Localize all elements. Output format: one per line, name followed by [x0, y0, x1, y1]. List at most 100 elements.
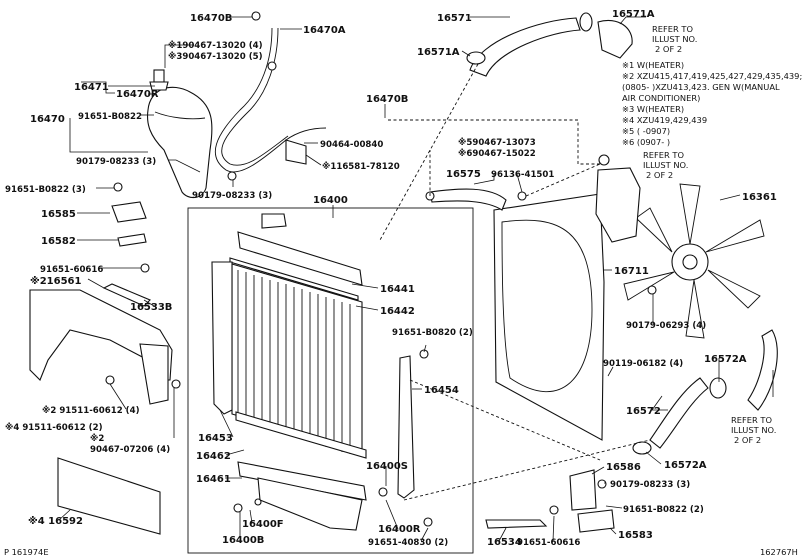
label-90179-08233-b: 90179-08233 (3) — [192, 191, 272, 201]
label-16572: 16572 — [626, 406, 661, 417]
label-4-91511: ※4 91511-60612 (2) — [5, 422, 103, 433]
connector — [403, 439, 651, 501]
svg-text:(0805- )XZU413,423. GEN W: (0805- )XZU413,423. GEN W(MANUAL — [622, 82, 780, 92]
label-91651-b0822-3: 91651-B0822 (3) — [5, 185, 86, 195]
label-16585: 16585 — [41, 209, 76, 220]
bolt — [227, 171, 237, 181]
hose-clamp — [517, 191, 527, 201]
label-690467: ※690467-15022 — [458, 148, 536, 159]
connector — [379, 63, 479, 241]
radiator-lower-tank — [237, 461, 388, 531]
svg-text:ILLUST NO.: ILLUST NO. — [643, 160, 688, 170]
connector — [525, 163, 601, 197]
hose-clamp — [466, 51, 486, 65]
label-91651-b0820: 91651-B0820 (2) — [392, 328, 473, 338]
label-91651-60616-b: 91651-60616 — [517, 538, 580, 548]
diagram-id-left: P 161974E — [4, 547, 49, 557]
label-16711: 16711 — [614, 266, 649, 277]
label-16470: 16470 — [30, 114, 65, 125]
label-16571A-top: 16571A — [612, 9, 655, 20]
label-2-91511: ※2 91511-60612 (4) — [42, 405, 140, 416]
svg-text:2 OF 2: 2 OF 2 — [655, 44, 682, 54]
stay-16534 — [485, 519, 548, 529]
label-16582: 16582 — [41, 236, 76, 247]
refer-note-middle: REFER TO ILLUST NO. 2 OF 2 — [643, 150, 688, 180]
label-90464-00840: 90464-00840 — [320, 140, 383, 150]
hose-clip — [267, 61, 277, 71]
label-190467: ※190467-13020 (4) — [168, 40, 263, 51]
label-16361: 16361 — [742, 192, 777, 203]
svg-text:※5 ( -0907): ※5 ( -0907) — [622, 126, 670, 136]
bolt-91651-b0820 — [419, 349, 429, 359]
hose-16575 — [429, 188, 507, 211]
label-16470B: 16470B — [190, 13, 232, 24]
label-96136-41501: 96136-41501 — [491, 170, 554, 180]
refer-note-top-right: REFER TO ILLUST NO. 2 OF 2 — [652, 24, 697, 54]
fan-shroud — [493, 193, 605, 441]
radiator-core — [231, 263, 367, 459]
radiator-left-support — [211, 261, 233, 415]
svg-text:REFER TO: REFER TO — [652, 24, 693, 34]
svg-text:ILLUST NO.: ILLUST NO. — [731, 425, 776, 435]
water-outlet — [597, 20, 633, 59]
bracket-16586 — [569, 469, 597, 511]
label-16533B: 16533B — [130, 302, 172, 313]
refer-note-bottom-right: REFER TO ILLUST NO. 2 OF 2 — [731, 415, 776, 445]
bolt — [549, 505, 559, 515]
label-16400F: 16400F — [242, 519, 284, 530]
label-16583: 16583 — [618, 530, 653, 541]
thermostat-housing — [595, 167, 641, 243]
svg-text:※4 XZU419,429,439: ※4 XZU419,429,439 — [622, 115, 707, 125]
label-91651-40830: 91651-40830 (2) — [368, 538, 448, 548]
svg-text:2 OF 2: 2 OF 2 — [734, 435, 761, 445]
label-91651-b0822: 91651-B0822 — [78, 112, 142, 122]
bolt-91651-40830 — [423, 517, 433, 527]
hose-16571 — [469, 17, 581, 77]
stay-16533B — [102, 283, 151, 307]
svg-text:2 OF 2: 2 OF 2 — [646, 170, 673, 180]
label-16400: 16400 — [313, 195, 348, 206]
connector — [409, 379, 601, 461]
label-16470A: 16470A — [303, 25, 346, 36]
hose-clip — [251, 11, 261, 21]
label-16454: 16454 — [424, 385, 459, 396]
fan-shroud-lower — [29, 289, 173, 405]
radiator-upper-tank — [229, 213, 363, 301]
label-90467-07206: 90467-07206 (4) — [90, 445, 170, 455]
label-16571: 16571 — [437, 13, 472, 24]
hose-16572-upper — [747, 329, 778, 411]
label-16470R: 16470R — [116, 89, 159, 100]
hose-clamp — [709, 377, 727, 399]
cooling-fan — [623, 183, 765, 339]
svg-text:※2 XZU415,417,419,425,427,429,: ※2 XZU415,417,419,425,427,429,435,439; — [622, 71, 802, 81]
label-91651-60616-a: 91651-60616 — [40, 265, 103, 275]
label-16575: 16575 — [446, 169, 481, 180]
label-116581: ※116581-78120 — [322, 161, 400, 172]
label-16572A-a: 16572A — [704, 354, 747, 365]
overflow-hose — [214, 27, 327, 173]
bracket-16582 — [117, 233, 147, 247]
svg-text:ILLUST NO.: ILLUST NO. — [652, 34, 697, 44]
bolt — [171, 379, 181, 389]
label-16462: 16462 — [196, 451, 231, 462]
drain-cock — [233, 503, 243, 513]
svg-text:※1 W(HEATER): ※1 W(HEATER) — [622, 60, 684, 70]
svg-text:※3 W(HEATER): ※3 W(HEATER) — [622, 104, 684, 114]
radiator-assembly-box — [187, 207, 474, 554]
label-2: ※2 — [90, 433, 104, 444]
leader-lines — [58, 16, 774, 542]
label-16400S: 16400S — [366, 461, 408, 472]
label-16534: 16534 — [487, 537, 522, 548]
bolt-91651-60616 — [140, 263, 150, 273]
label-90119-06182: 90119-06182 (4) — [603, 359, 683, 369]
bracket-16583 — [577, 509, 615, 533]
label-216561: ※216561 — [30, 275, 82, 287]
label-16470B-2: 16470B — [366, 94, 408, 105]
label-390467: ※390467-13020 (5) — [168, 51, 263, 62]
bracket-16585 — [111, 201, 147, 223]
label-90179-06293: 90179-06293 (4) — [626, 321, 706, 331]
label-16471: 16471 — [74, 82, 109, 93]
svg-text:※6 (0907- ): ※6 (0907- ) — [622, 137, 670, 147]
connector — [388, 119, 600, 165]
diagram-id-right: 162767H — [760, 547, 798, 557]
